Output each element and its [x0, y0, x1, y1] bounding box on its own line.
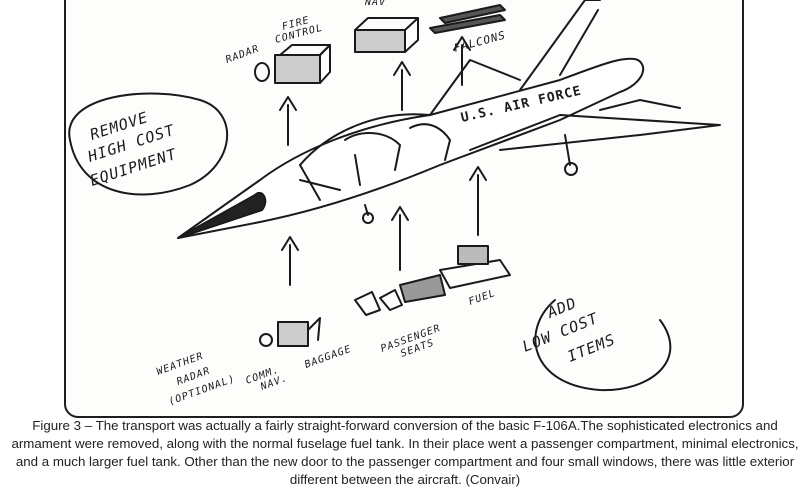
- nav-equipment-box: [355, 18, 418, 52]
- falcons-label: FALCONS: [452, 29, 507, 55]
- falcon-missiles: [430, 5, 505, 33]
- figure-caption: Figure 3 – The transport was actually a …: [10, 417, 800, 489]
- fuel-label: FUEL: [467, 288, 497, 308]
- nav-label: NAV: [364, 0, 386, 8]
- fuel-tank: [440, 246, 510, 288]
- radar-label: RADAR: [224, 43, 261, 65]
- baggage-label: BAGGAGE: [303, 344, 353, 371]
- radar-fire-control-box: [255, 45, 330, 83]
- f106-conversion-sketch: REMOVE HIGH COST EQUIPMENT ADD LOW COST …: [0, 0, 809, 415]
- passenger-seats-group: [355, 275, 445, 315]
- weather-radar-unit: [260, 318, 320, 346]
- f106a-aircraft: [178, 0, 720, 238]
